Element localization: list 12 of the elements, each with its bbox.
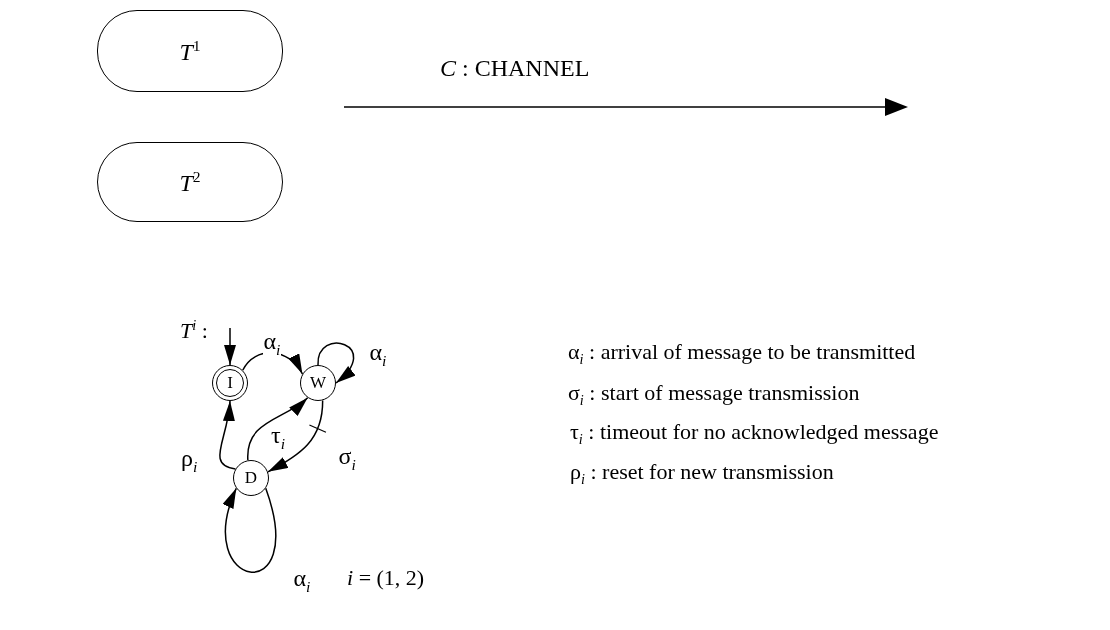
channel-label: C : CHANNEL [440,55,590,82]
initial-state-circle: I [212,365,248,401]
legend-text: α$_{i}$ : arrival of message to be transmitted [568,340,916,369]
process-box: T$^{1}$ [97,10,283,92]
automaton-label: T$^{i}$ : [180,318,208,344]
legend-text: σ$_{i}$ : start of message transmission [568,381,860,410]
state-circle: W [300,365,336,401]
legend-text: τ$_{i}$ : timeout for no acknowledged message [570,420,939,449]
process-box: T$^{2}$ [97,142,283,222]
index-range: i = (1, 2) [347,566,425,591]
state-circle: D [233,460,269,496]
legend-text: ρ$_{i}$ : reset for new transmission [570,460,834,489]
